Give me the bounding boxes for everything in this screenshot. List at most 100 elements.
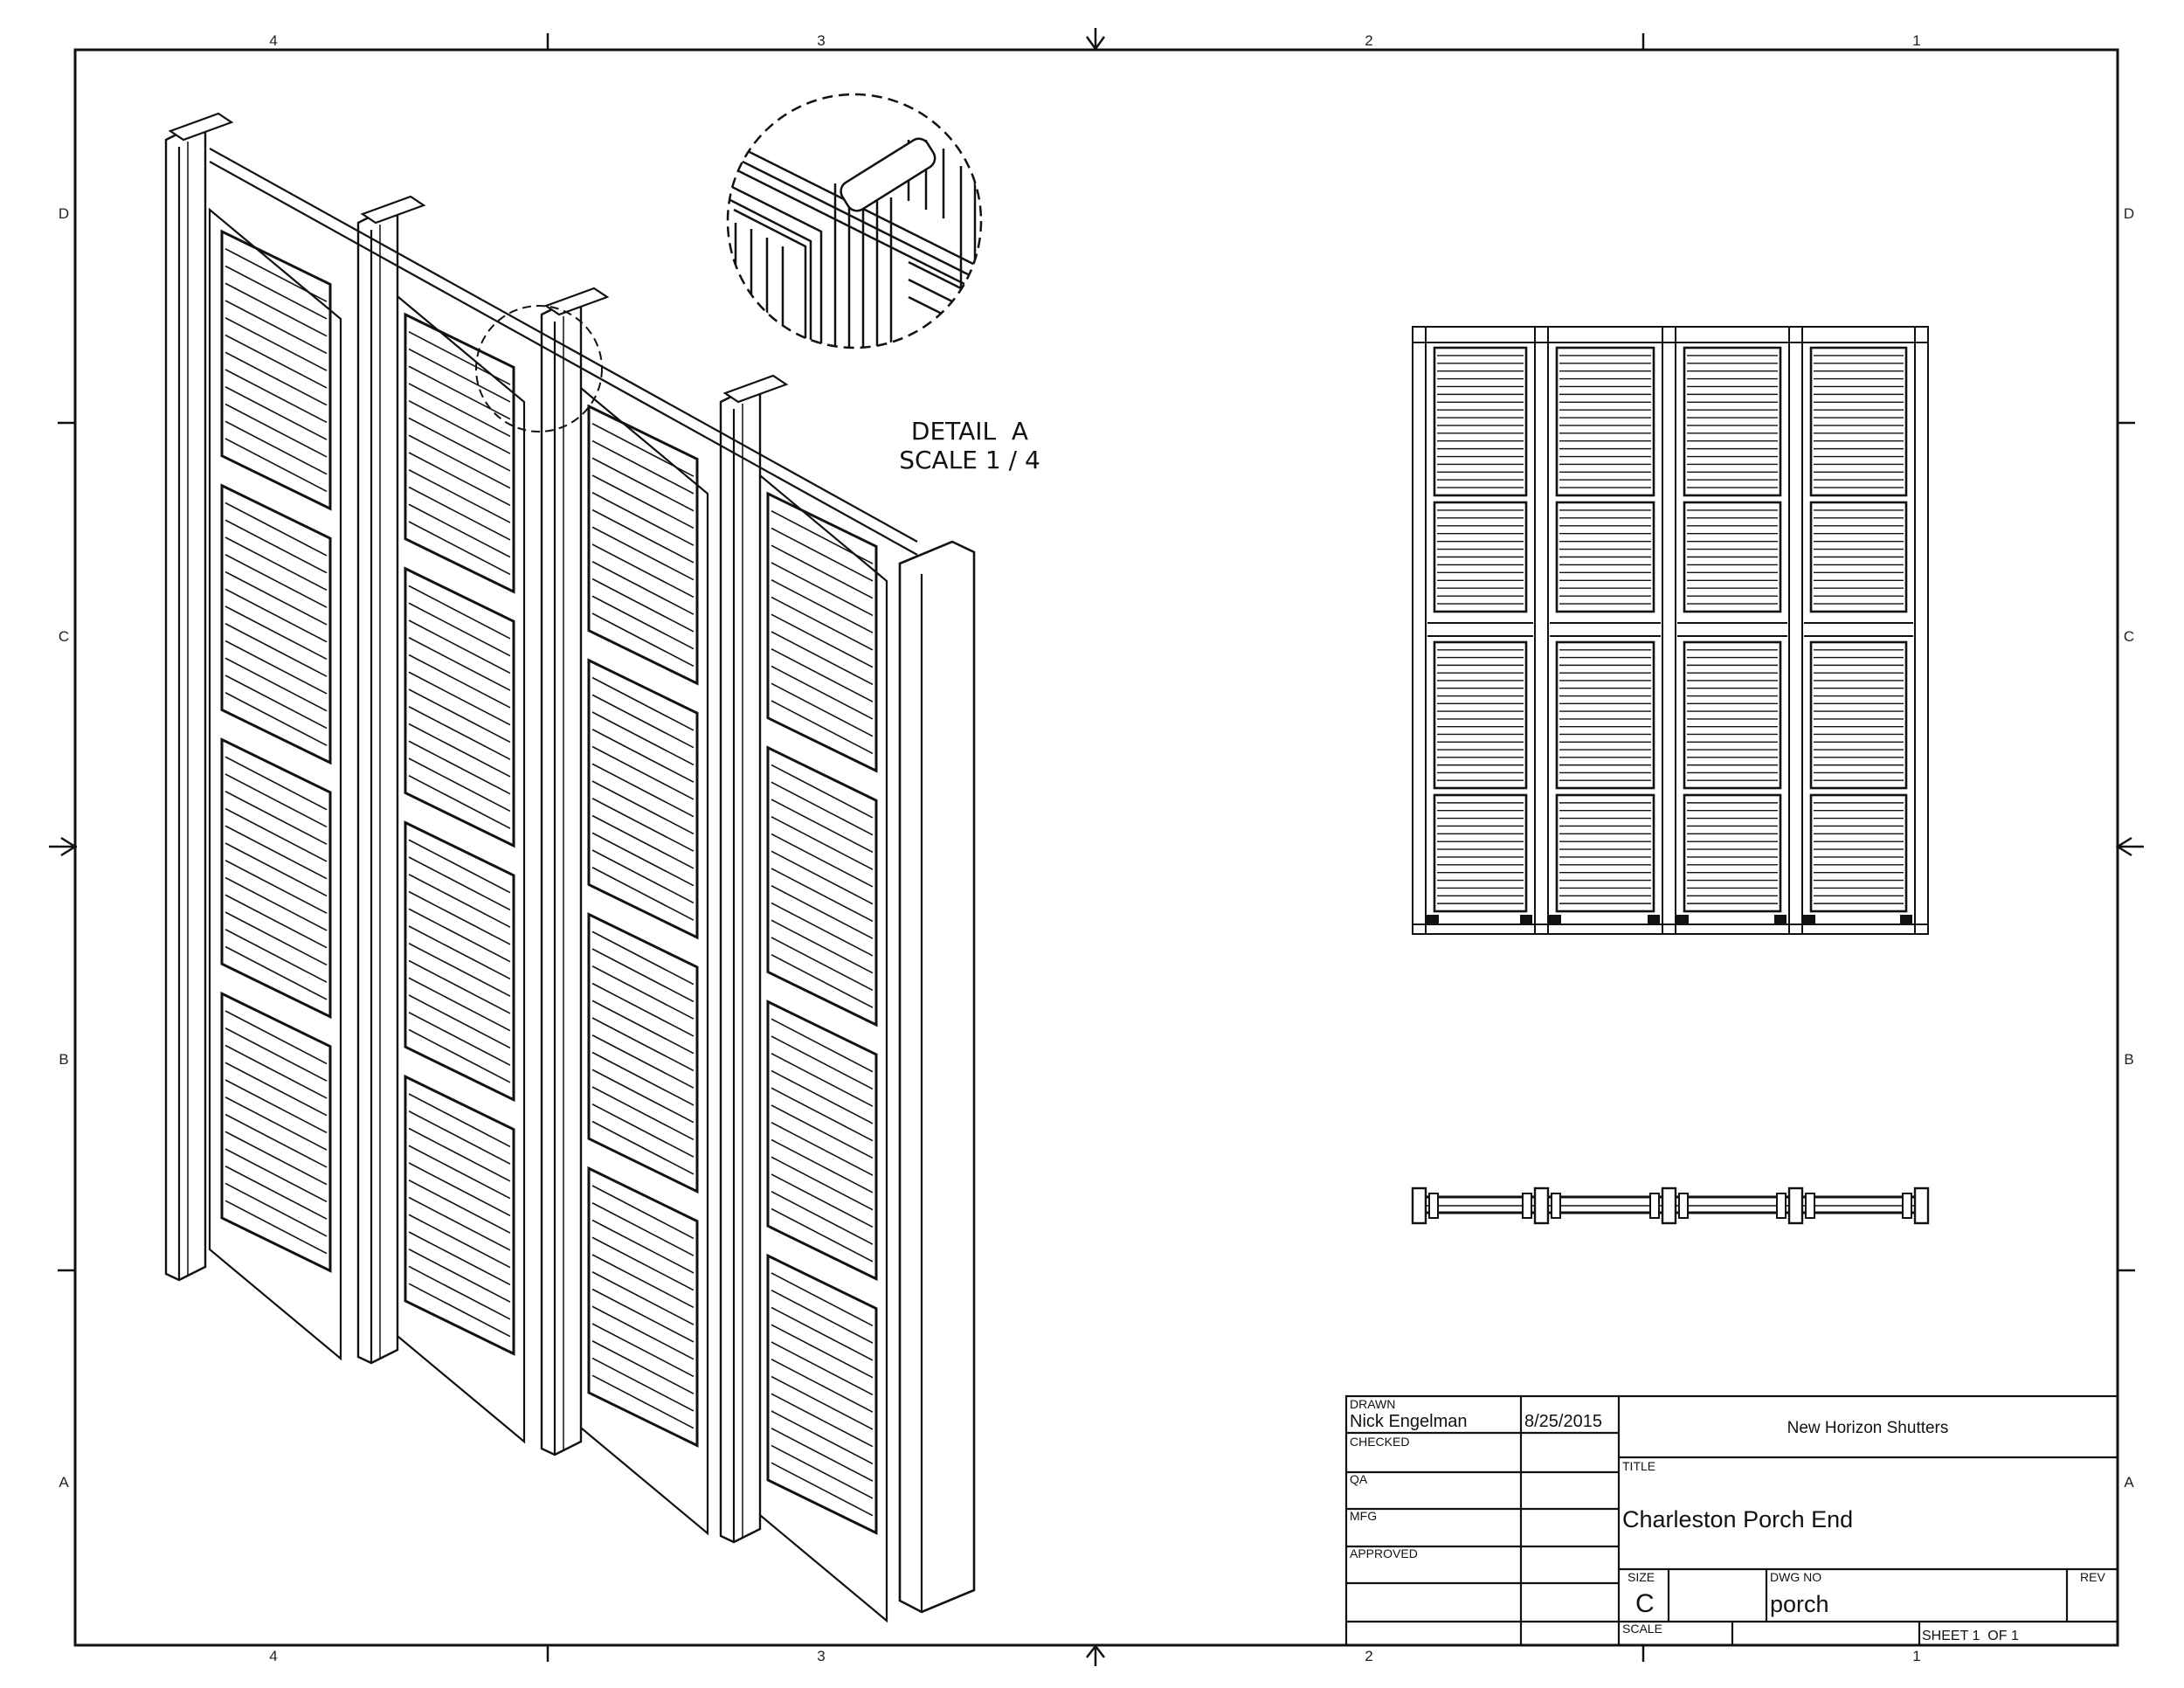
iso-louver-slat — [225, 588, 328, 643]
zone-col-top-1: 1 — [1912, 32, 1920, 49]
iso-louver-slat — [771, 613, 874, 668]
iso-louver-slat — [408, 1127, 511, 1182]
iso-louver-slat — [408, 654, 511, 709]
top-view — [1411, 1186, 1930, 1225]
iso-louver-slat — [408, 1162, 511, 1217]
iso-louver-slat — [225, 894, 328, 949]
zone-col-top-4: 4 — [269, 32, 277, 49]
iso-louver-slat — [771, 1410, 874, 1465]
iso-louver-slat — [771, 648, 874, 702]
iso-louver-slat — [591, 798, 695, 852]
iso-louver-slat — [225, 825, 328, 880]
iso-louver-slat — [771, 919, 874, 974]
top-hinge — [1428, 1193, 1439, 1219]
iso-louver-slat — [225, 1200, 328, 1255]
iso-louver-slat — [408, 1283, 511, 1338]
iso-louver-slat — [591, 1069, 695, 1124]
iso-louver-slat — [408, 486, 511, 541]
front-louver-section — [1809, 793, 1908, 913]
top-hinge — [1551, 1193, 1561, 1219]
iso-louver-slat — [771, 1035, 874, 1090]
iso-panel — [356, 195, 526, 1444]
iso-louver-section — [766, 1000, 878, 1282]
zone-col-top-2: 2 — [1365, 32, 1372, 49]
iso-louver-slat — [408, 1265, 511, 1320]
detail-a-scale: SCALE 1 / 4 — [899, 446, 1040, 474]
iso-louver-slat — [591, 423, 695, 477]
front-stile — [1662, 326, 1676, 935]
front-louver-section — [1555, 501, 1655, 613]
iso-louver-slat — [591, 965, 695, 1020]
iso-louver-slat — [771, 682, 874, 737]
iso-louver-slat — [771, 527, 874, 582]
iso-louver-slat — [408, 452, 511, 507]
title-label: TITLE — [1622, 1459, 1655, 1473]
iso-louver-slat — [771, 1087, 874, 1142]
iso-louver-slat — [408, 688, 511, 744]
center-marks — [49, 28, 2144, 1666]
iso-louver-slat — [591, 1340, 695, 1394]
iso-louver-section — [766, 491, 878, 773]
iso-louver-slat — [225, 519, 328, 574]
iso-louver-slat — [591, 694, 695, 749]
iso-louver-slat — [771, 1173, 874, 1228]
iso-louver-slat — [408, 890, 511, 945]
iso-louver-slat — [591, 595, 695, 650]
top-stile — [1411, 1186, 1427, 1225]
top-hinge — [1776, 1193, 1787, 1219]
iso-louver-slat — [408, 503, 511, 558]
iso-louver-slat — [408, 365, 511, 420]
front-louver-section — [1433, 346, 1528, 497]
title-block-text: DRAWN Nick Engelman 8/25/2015 CHECKED QA… — [1350, 1397, 2105, 1643]
iso-louver-slat — [225, 1062, 328, 1117]
iso-louver-slat — [771, 902, 874, 957]
front-louver-section — [1809, 640, 1908, 790]
detail-callout-circle — [475, 305, 603, 432]
iso-louver-slat — [771, 781, 874, 836]
iso-louver-slat — [591, 1120, 695, 1175]
iso-louver-slat — [591, 1323, 695, 1378]
iso-stile — [164, 125, 207, 1282]
zone-row-left-a: A — [59, 1474, 69, 1491]
iso-louver-slat — [771, 1341, 874, 1396]
iso-louver-slat — [408, 521, 511, 576]
iso-louver-slat — [591, 1034, 695, 1089]
iso-louver-slat — [408, 383, 511, 438]
iso-louver-slat — [408, 943, 511, 997]
iso-panel — [164, 112, 342, 1361]
zone-col-bottom-1: 1 — [1912, 1648, 1920, 1664]
iso-louver-slat — [408, 1093, 511, 1148]
iso-top-rail — [209, 148, 918, 543]
top-hinge — [1522, 1193, 1532, 1219]
front-louver-section — [1555, 793, 1655, 913]
iso-louver-section — [220, 991, 332, 1273]
iso-louver-slat — [225, 911, 328, 966]
size-value: C — [1635, 1589, 1655, 1618]
iso-louver-slat — [771, 510, 874, 564]
iso-louver-slat — [408, 775, 511, 829]
iso-louver-slat — [771, 1444, 874, 1499]
iso-louver-slat — [408, 1249, 511, 1303]
front-hinge — [1427, 915, 1439, 925]
iso-louver-slat — [408, 740, 511, 795]
iso-louver-slat — [591, 543, 695, 598]
front-hinge — [1520, 915, 1532, 925]
checked-label: CHECKED — [1350, 1435, 1409, 1449]
zone-row-left-d: D — [59, 205, 69, 222]
iso-louver-slat — [225, 334, 328, 389]
iso-louver-slat — [408, 1231, 511, 1286]
iso-louver-slat — [591, 982, 695, 1037]
iso-louver-slat — [225, 791, 328, 845]
iso-louver-slat — [225, 756, 328, 811]
iso-louver-slat — [591, 745, 695, 800]
iso-louver-slat — [408, 908, 511, 963]
iso-louver-slat — [225, 623, 328, 677]
zone-ticks — [58, 33, 2135, 1662]
iso-louver-section — [766, 1253, 878, 1535]
iso-louver-slat — [591, 930, 695, 986]
iso-louver-slat — [408, 434, 511, 489]
iso-louver-section — [404, 566, 515, 848]
iso-louver-slat — [225, 1131, 328, 1186]
zone-row-left-b: B — [59, 1051, 68, 1068]
iso-louver-slat — [225, 536, 328, 591]
